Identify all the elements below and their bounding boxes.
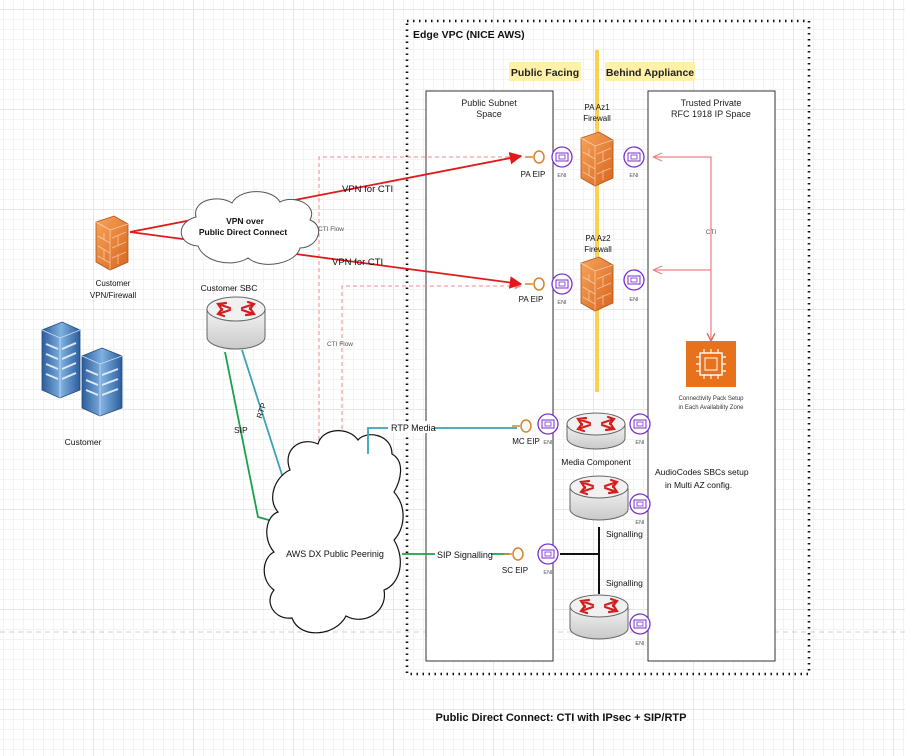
media-component-router-icon xyxy=(566,412,626,450)
cti-connector-1 xyxy=(653,156,711,341)
cti-flow-label-2: CTI Flow xyxy=(327,341,353,348)
sbc-router-1-icon xyxy=(569,475,629,521)
eni-label-5: ENI xyxy=(543,440,553,446)
eni-icon-pa1-public xyxy=(551,146,573,168)
eni-label-7: ENI xyxy=(543,570,553,576)
public-subnet-box xyxy=(425,90,554,662)
trusted-private-label-1: Trusted Private xyxy=(681,98,742,108)
rtp-line xyxy=(241,349,284,479)
pa-eip-1-label: PA EIP xyxy=(521,170,546,179)
cti-label: CTI xyxy=(706,229,717,236)
audiocodes-label-1: AudioCodes SBCs setup xyxy=(655,467,749,477)
pa-az2-label-1: PA Az2 xyxy=(585,234,611,243)
connectivity-pack-label-1: Connectivity Pack Setup xyxy=(678,396,744,402)
eni-label-6: ENI xyxy=(635,440,645,446)
public-subnet-label-1: Public Subnet xyxy=(461,98,517,108)
aws-dx-cloud xyxy=(263,430,404,634)
audiocodes-label-2: in Multi AZ config. xyxy=(665,480,732,490)
sip-signalling-label: SIP Signalling xyxy=(437,550,493,560)
cti-flow-label-1: CTI Flow xyxy=(318,226,344,233)
customer-label: Customer xyxy=(65,437,102,447)
signalling-label-2: Signalling xyxy=(606,578,643,588)
behind-appliance-label: Behind Appliance xyxy=(606,67,694,79)
vpc-label: Edge VPC (NICE AWS) xyxy=(413,29,525,41)
pa-az1-label-1: PA Az1 xyxy=(584,103,610,112)
diagram-title: Public Direct Connect: CTI with IPsec + … xyxy=(436,712,687,724)
customer-firewall-label-2: VPN/Firewall xyxy=(90,291,136,300)
eni-icon-pa1-private xyxy=(623,146,645,168)
customer-servers-icon xyxy=(41,321,123,417)
pa-eip-1-icon xyxy=(525,150,545,164)
rtp-media-line xyxy=(367,427,517,454)
customer-sbc-label: Customer SBC xyxy=(201,283,258,293)
connectivity-pack-label-2: in Each Availability Zone xyxy=(679,405,745,411)
cti-flow-line-1 xyxy=(318,153,522,440)
eni-icon-mc-public xyxy=(537,413,559,435)
eni-icon-sc-public xyxy=(537,543,559,565)
sc-eip-label: SC EIP xyxy=(502,566,528,575)
public-facing-label: Public Facing xyxy=(511,67,579,79)
customer-firewall-icon xyxy=(95,215,129,271)
signalling-label-1: Signalling xyxy=(606,529,643,539)
pa-eip-2-icon xyxy=(525,277,545,291)
eni-icon-pa2-public xyxy=(551,273,573,295)
trusted-private-label-2: RFC 1918 IP Space xyxy=(671,109,751,119)
rtp-label: RTP xyxy=(255,402,268,420)
eni-icon-sc1-private xyxy=(629,493,651,515)
media-component-label: Media Component xyxy=(561,457,631,467)
vpn-for-cti-label-1: VPN for CTI xyxy=(342,184,393,195)
pa-az2-label-2: Firewall xyxy=(584,245,612,254)
rtp-media-label: RTP Media xyxy=(391,423,436,433)
pa-az1-label-2: Firewall xyxy=(583,114,611,123)
eni-icon-mc-private xyxy=(629,413,651,435)
eni-icon-sc2-private xyxy=(629,613,651,635)
mc-eip-icon xyxy=(512,419,532,433)
customer-firewall-label-1: Customer xyxy=(96,279,131,288)
behind-appliance-zone xyxy=(605,62,695,81)
vpn-over-label: VPN over xyxy=(226,216,264,226)
sc-eip-icon xyxy=(504,547,524,561)
pa-eip-2-label: PA EIP xyxy=(519,295,544,304)
eni-label-8: ENI xyxy=(635,520,645,526)
sbc-router-2-icon xyxy=(569,594,629,640)
eni-label-2: ENI xyxy=(629,173,639,179)
connectivity-pack-chip-icon xyxy=(686,341,736,387)
customer-sbc-router-icon xyxy=(206,296,266,350)
cti-flow-line-2 xyxy=(341,282,522,450)
sip-label: SIP xyxy=(234,425,248,435)
edge-vpc-boundary xyxy=(405,19,811,676)
vpn-for-cti-label-2: VPN for CTI xyxy=(332,257,383,268)
mc-eip-label: MC EIP xyxy=(512,437,540,446)
eni-label-4: ENI xyxy=(629,297,639,303)
eni-icon-pa2-private xyxy=(623,269,645,291)
eni-label-3: ENI xyxy=(557,300,567,306)
pa-az1-firewall-icon xyxy=(580,131,614,187)
pa-az2-firewall-icon xyxy=(580,256,614,312)
public-facing-zone xyxy=(509,62,581,81)
public-subnet-label-2: Space xyxy=(476,109,502,119)
eni-label-9: ENI xyxy=(635,641,645,647)
vpn-cloud xyxy=(180,191,320,265)
aws-dx-label: AWS DX Public Peerinig xyxy=(286,549,384,559)
public-direct-connect-label: Public Direct Connect xyxy=(199,227,287,237)
eni-label-1: ENI xyxy=(557,173,567,179)
